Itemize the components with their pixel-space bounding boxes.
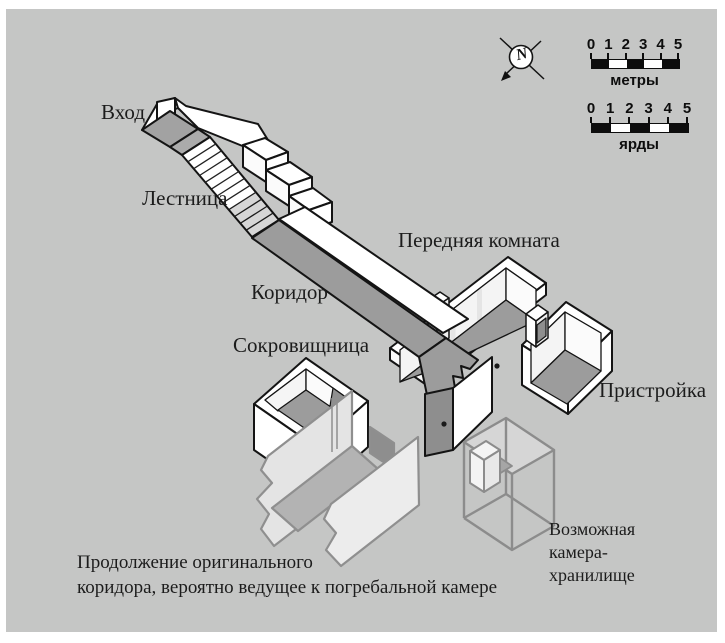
scalebar-meters-bar [591,59,680,69]
scale-tick-label: 1 [604,36,613,53]
compass-arrow [501,71,511,81]
scale-tick-label: 3 [639,36,648,53]
scale-tick-label: 2 [625,100,634,117]
scale-tick-label: 1 [606,100,615,117]
scalebar-meters: 0 1 2 3 4 5 метры [587,36,682,92]
compass-circle [508,44,534,70]
scalebar-yards: 0 1 2 3 4 5 ярды [587,100,691,156]
label-annex: Пристройка [599,378,707,402]
caption-continuation: Продолжение оригинального коридора, веро… [77,550,497,600]
caption-line-2: коридора, вероятно ведущее к погребально… [77,577,498,598]
scale-tick-label: 5 [682,100,692,117]
scale-tick-label: 3 [644,100,653,117]
label-corridor: Коридор [251,280,328,304]
caption-line-1: Продолжение оригинального [77,552,313,573]
junction-block [418,337,500,457]
label-possible-chamber: Возможная камера-хранилище [549,519,636,586]
scale-tick-label: 2 [621,36,630,53]
scalebar-yards-label: ярды [619,136,659,153]
label-antechamber: Передняя комната [398,228,560,252]
corridor-structure [251,206,469,358]
compass [499,37,545,81]
scale-tick-label: 4 [663,100,672,117]
annex-floor [530,349,602,405]
ghost-floor [270,444,380,533]
annex-doorway-shaft [525,304,549,348]
label-treasury: Сокровищница [233,333,370,357]
scale-tick-label: 4 [656,36,665,53]
scale-tick-label: 0 [586,100,596,117]
ghost-near-wall [322,435,421,568]
scale-tick-label: 0 [586,36,596,53]
scalebar-yards-bar [591,123,689,133]
door-knob-dot-2 [494,363,500,369]
annex-room [521,301,613,415]
label-entrance: Вход [101,100,146,124]
possible-chamber-box [462,416,556,552]
junction-dark-wall [424,387,454,457]
door-knob-dot [441,421,447,427]
scalebar-meters-label: метры [610,72,659,89]
scale-tick-label: 5 [673,36,683,53]
label-staircase: Лестница [142,186,228,210]
ghost-corridor [255,389,421,568]
